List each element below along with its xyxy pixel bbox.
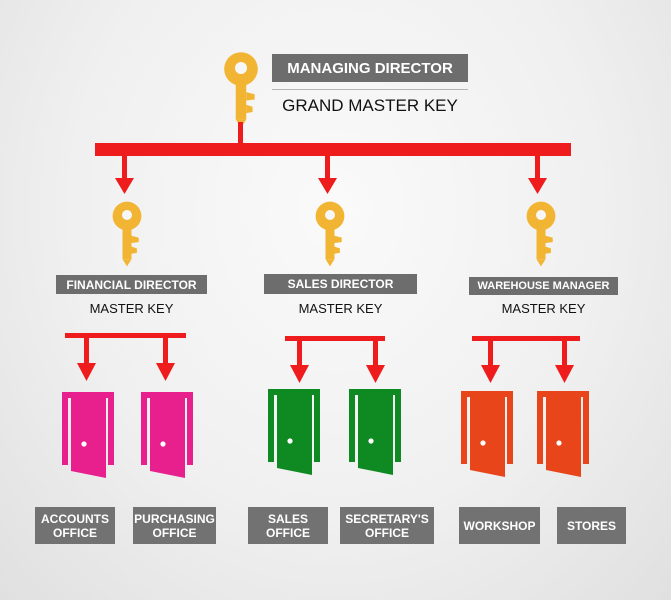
door-icon-accounts-office [62, 392, 114, 478]
arrow-to-financial [115, 156, 134, 194]
top-label-divider [272, 89, 468, 90]
door-icon-workshop [461, 391, 513, 477]
sales-room-connector [285, 336, 385, 383]
door-icon-stores [537, 391, 589, 477]
sales-master-key-label: MASTER KEY [298, 301, 383, 316]
door-icon-secretarys-office [349, 389, 401, 475]
grand-master-key-label: GRAND MASTER KEY [282, 96, 458, 115]
room-label-sales-office: SALES OFFICE [248, 507, 328, 544]
financial-room-connector [65, 333, 186, 381]
door-icon-purchasing-office [141, 392, 193, 478]
room-label-workshop: WORKSHOP [459, 507, 540, 544]
top-connector-bar [95, 143, 571, 156]
room-label-accounts-office: ACCOUNTS OFFICE [35, 507, 115, 544]
sales-director-label: SALES DIRECTOR [264, 274, 417, 294]
managing-director-label: MANAGING DIRECTOR [272, 54, 468, 82]
door-icon-sales-office [268, 389, 320, 475]
sales-master-key-icon [315, 201, 345, 267]
arrow-to-warehouse [528, 156, 547, 194]
top-connector-stem [238, 122, 243, 146]
room-label-purchasing-office: PURCHASING OFFICE [133, 507, 216, 544]
financial-master-key-label: MASTER KEY [89, 301, 174, 316]
arrow-to-sales [318, 156, 337, 194]
warehouse-manager-label: WAREHOUSE MANAGER [469, 277, 618, 295]
warehouse-master-key-label: MASTER KEY [501, 301, 586, 316]
room-label-stores: STORES [557, 507, 626, 544]
room-label-secretarys-office: SECRETARY'S OFFICE [340, 507, 434, 544]
financial-master-key-icon [112, 201, 142, 267]
warehouse-room-connector [472, 336, 580, 383]
financial-director-label: FINANCIAL DIRECTOR [56, 275, 207, 294]
warehouse-master-key-icon [526, 201, 556, 267]
grand-master-key-icon [224, 52, 258, 128]
